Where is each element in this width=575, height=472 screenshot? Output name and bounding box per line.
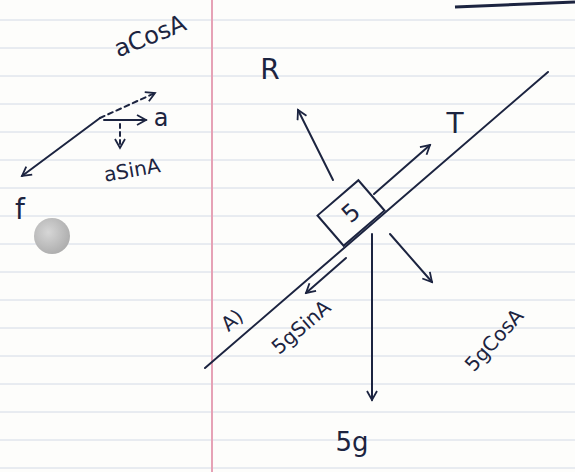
mass-value: 5	[337, 199, 364, 227]
ruled-line	[0, 132, 575, 133]
ruled-line	[0, 244, 575, 245]
ruled-line	[0, 384, 575, 385]
ruled-line	[0, 440, 575, 441]
margin-line	[211, 0, 213, 472]
punch-hole	[34, 218, 70, 254]
force-label: R	[260, 56, 279, 84]
ruled-line	[0, 272, 575, 273]
mass-block: 5	[316, 179, 386, 247]
ruled-line	[0, 160, 575, 161]
incline-sketch	[205, 72, 548, 400]
ruled-line	[0, 188, 575, 189]
force-label: 5g	[335, 429, 368, 455]
force-label: A)	[217, 305, 246, 334]
reaction-arrow	[298, 110, 333, 180]
pen-stroke	[455, 2, 575, 7]
force-label: a	[154, 106, 169, 130]
ruled-line	[0, 300, 575, 301]
force-label: 5gCosA	[461, 305, 527, 375]
component-arrow	[390, 234, 432, 282]
component-arrow	[100, 93, 155, 118]
tension-arrow	[374, 145, 430, 194]
ruled-line	[0, 104, 575, 105]
component-arrow	[119, 124, 121, 148]
ruled-line	[0, 48, 575, 49]
ruled-lines	[0, 20, 575, 468]
ruled-line	[0, 216, 575, 217]
ruled-line	[0, 76, 575, 77]
ruled-line	[0, 468, 575, 469]
component-arrow	[306, 258, 346, 293]
ruled-line	[0, 20, 575, 21]
friction-arrow	[22, 118, 100, 176]
acceleration-arrow	[104, 119, 146, 121]
weight-arrow	[371, 234, 373, 400]
force-label: aCosA	[111, 11, 190, 61]
force-label: f	[15, 196, 25, 224]
force-label: T	[446, 110, 463, 138]
ruled-line	[0, 412, 575, 413]
